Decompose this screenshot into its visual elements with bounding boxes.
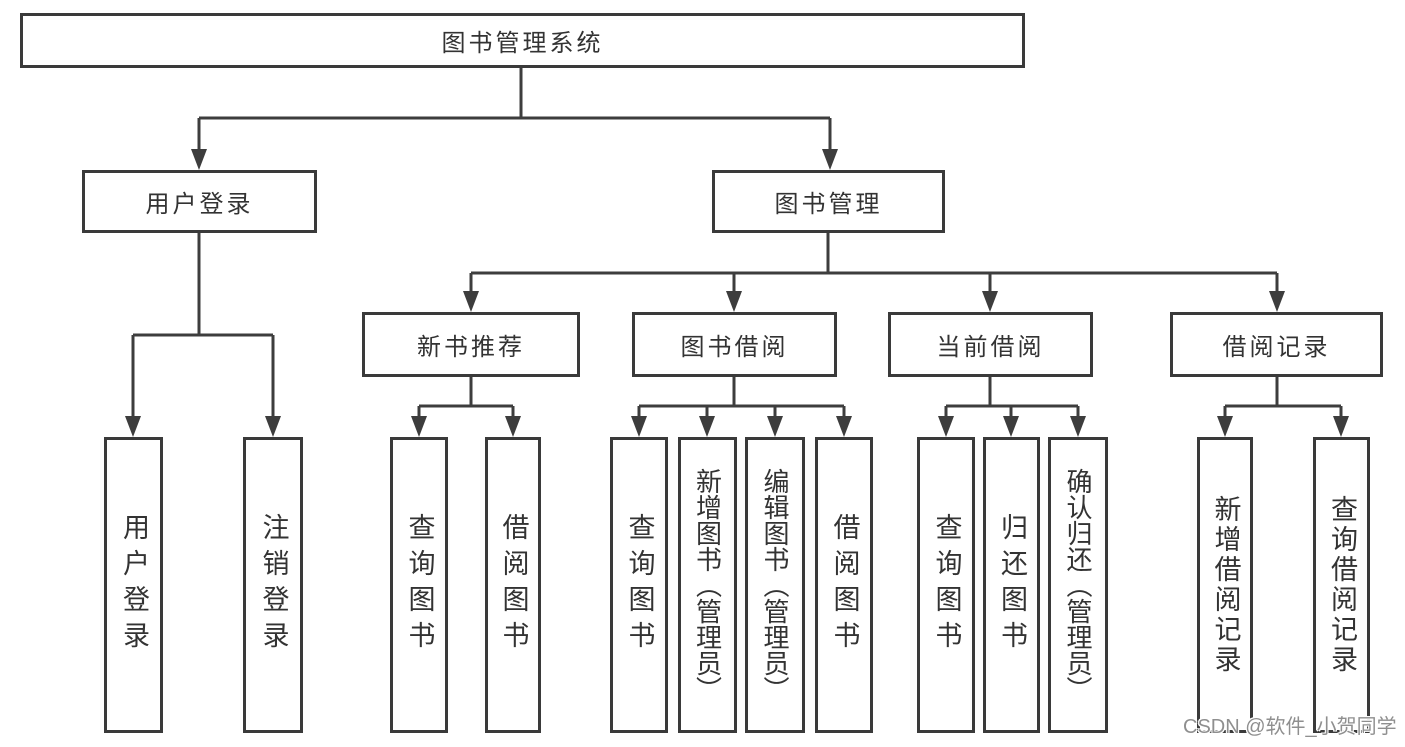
leaf-current-return-books: 归还图书: [983, 437, 1040, 733]
leaf-borrow-borrow-books-label: 借阅图书: [829, 513, 860, 657]
node-root-label: 图书管理系统: [441, 30, 604, 57]
node-borrowing-records: 借阅记录: [1170, 312, 1383, 377]
node-current-borrowing-label: 当前借阅: [936, 334, 1045, 361]
leaf-borrow-add-books-admin-label: 新增图书（管理员）: [692, 468, 723, 702]
leaf-borrow-edit-books-admin-label: 编辑图书（管理员）: [760, 468, 790, 702]
csdn-watermark: CSDN @软件_小贺同学: [1183, 716, 1397, 738]
leaf-recommend-borrow-books: 借阅图书: [485, 437, 541, 733]
leaf-borrow-add-books-admin: 新增图书（管理员）: [678, 437, 737, 733]
node-user-login: 用户登录: [82, 170, 317, 233]
leaf-records-query-record: 查询借阅记录: [1313, 437, 1370, 733]
leaf-current-confirm-return-admin-label: 确认归还（管理员）: [1063, 468, 1093, 702]
leaf-login-logout: 注销登录: [243, 437, 303, 733]
leaf-current-return-books-label: 归还图书: [997, 513, 1027, 657]
node-current-borrowing: 当前借阅: [888, 312, 1093, 377]
leaf-current-query-books-label: 查询图书: [931, 513, 962, 657]
leaf-login-user-login-label: 用户登录: [119, 513, 149, 657]
leaf-borrow-query-books-label: 查询图书: [624, 513, 655, 657]
node-borrowing-records-label: 借阅记录: [1222, 334, 1331, 361]
node-book-borrowing: 图书借阅: [632, 312, 837, 377]
node-new-book-recommend-label: 新书推荐: [417, 334, 525, 361]
node-root-system: 图书管理系统: [20, 13, 1025, 68]
node-user-login-label: 用户登录: [145, 191, 254, 218]
leaf-borrow-edit-books-admin: 编辑图书（管理员）: [745, 437, 805, 733]
leaf-records-query-record-label: 查询借阅记录: [1327, 495, 1357, 675]
leaf-recommend-query-books-label: 查询图书: [404, 513, 435, 657]
node-book-borrowing-label: 图书借阅: [680, 334, 789, 361]
leaf-recommend-query-books: 查询图书: [390, 437, 448, 733]
leaf-borrow-query-books: 查询图书: [610, 437, 668, 733]
node-book-management: 图书管理: [712, 170, 945, 233]
leaf-recommend-borrow-books-label: 借阅图书: [498, 513, 529, 657]
leaf-records-add-record-label: 新增借阅记录: [1210, 495, 1241, 675]
leaf-borrow-borrow-books: 借阅图书: [815, 437, 873, 733]
leaf-current-query-books: 查询图书: [917, 437, 975, 733]
node-new-book-recommend: 新书推荐: [362, 312, 580, 377]
node-book-management-label: 图书管理: [774, 191, 883, 218]
leaf-login-user-login: 用户登录: [104, 437, 163, 733]
leaf-records-add-record: 新增借阅记录: [1197, 437, 1253, 733]
leaf-current-confirm-return-admin: 确认归还（管理员）: [1048, 437, 1108, 733]
leaf-login-logout-label: 注销登录: [258, 513, 289, 657]
